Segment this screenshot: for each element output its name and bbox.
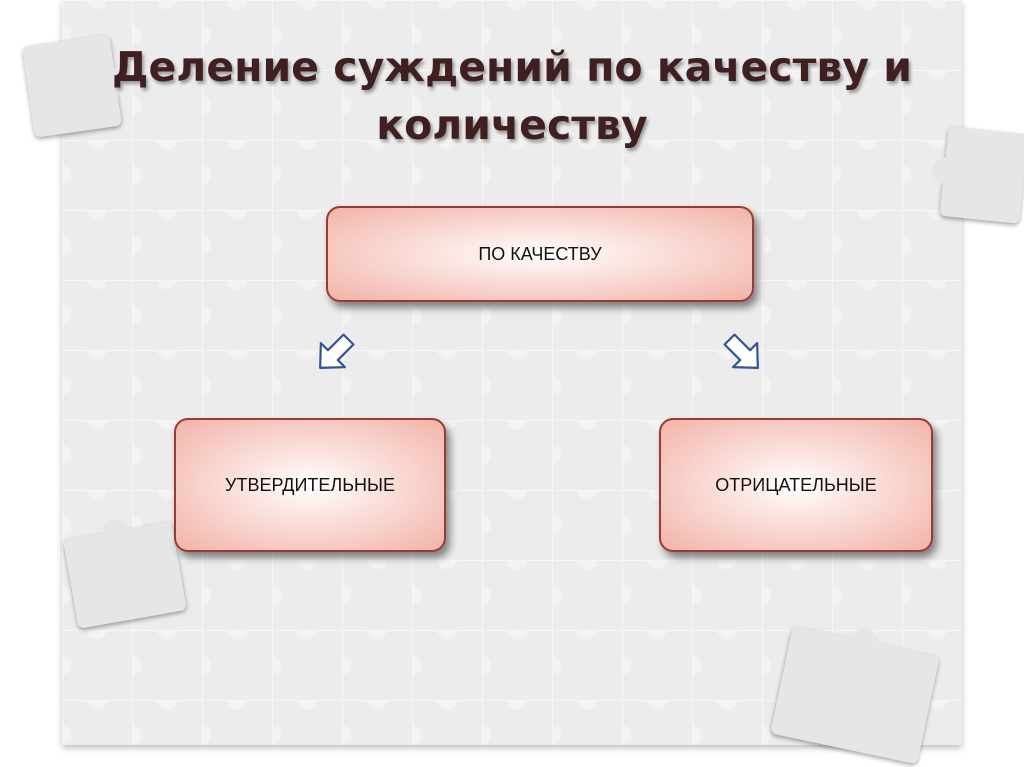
slide-title: Деление суждений по качеству и количеств… [111,43,913,149]
node-label: ОТРИЦАТЕЛЬНЫЕ [715,474,877,495]
node-label: УТВЕРДИТЕЛЬНЫЕ [225,474,395,495]
diagram-node-affirmative: УТВЕРДИТЕЛЬНЫЕ [174,418,446,552]
arrow-down-right-icon [723,333,759,369]
puzzle-background [62,0,962,745]
node-label: ПО КАЧЕСТВУ [478,243,602,264]
arrow-down-left-icon [319,333,355,369]
diagram-node-negative: ОТРИЦАТЕЛЬНЫЕ [659,418,933,552]
diagram-node-root: ПО КАЧЕСТВУ [326,206,754,302]
puzzle-piece [63,516,187,629]
